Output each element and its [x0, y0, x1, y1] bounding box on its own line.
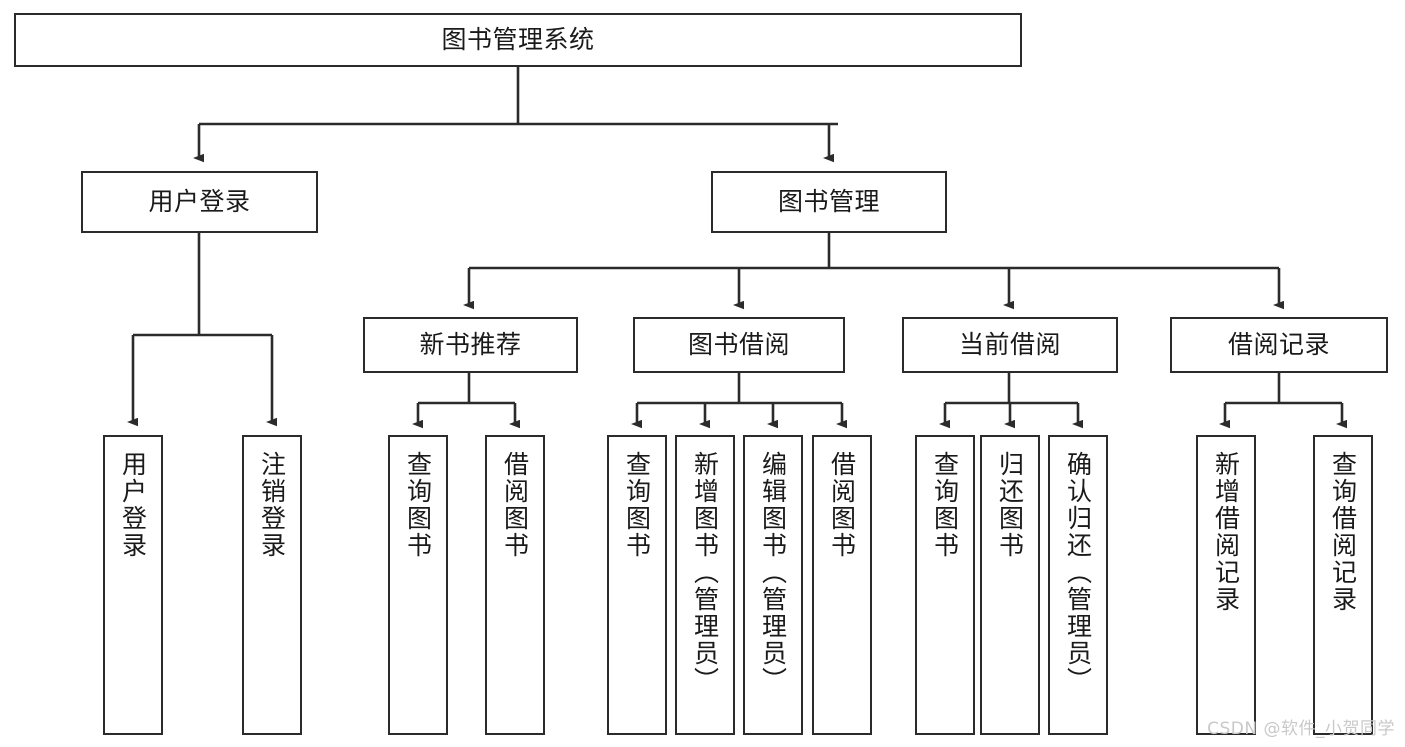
node-current-borrow-label: 当前借阅 [958, 330, 1061, 360]
node-leaf-rec-query-book-label: 查询图书 [403, 451, 433, 559]
node-user-login[interactable]: 用户登录 [81, 171, 318, 233]
node-leaf-cur-return-book-label: 归还图书 [995, 451, 1025, 559]
node-leaf-user-login[interactable]: 用户登录 [103, 435, 163, 735]
node-leaf-cur-confirm-return[interactable]: 确认归还（管理员） [1048, 435, 1108, 735]
node-book-manage[interactable]: 图书管理 [711, 171, 947, 233]
node-leaf-cur-query-book-label: 查询图书 [930, 451, 960, 559]
node-book-borrow-label: 图书借阅 [687, 330, 790, 360]
node-borrow-record[interactable]: 借阅记录 [1170, 317, 1388, 373]
node-current-borrow[interactable]: 当前借阅 [902, 317, 1118, 373]
node-book-borrow[interactable]: 图书借阅 [633, 317, 845, 373]
node-leaf-borrow-add-book-label: 新增图书（管理员） [690, 451, 720, 694]
node-leaf-borrow-edit-book[interactable]: 编辑图书（管理员） [743, 435, 803, 735]
node-book-manage-label: 图书管理 [777, 187, 880, 217]
node-leaf-rec-query-record-label: 查询借阅记录 [1328, 451, 1358, 613]
node-leaf-borrow-lend-book[interactable]: 借阅图书 [812, 435, 872, 735]
node-leaf-user-login-label: 用户登录 [118, 451, 148, 559]
node-leaf-user-logout[interactable]: 注销登录 [242, 435, 302, 735]
node-leaf-cur-confirm-return-label: 确认归还（管理员） [1063, 451, 1093, 694]
node-leaf-rec-query-record[interactable]: 查询借阅记录 [1313, 435, 1373, 735]
node-leaf-rec-borrow-book[interactable]: 借阅图书 [485, 435, 545, 735]
node-borrow-record-label: 借阅记录 [1227, 330, 1330, 360]
node-leaf-borrow-edit-book-label: 编辑图书（管理员） [758, 451, 788, 694]
node-leaf-rec-borrow-book-label: 借阅图书 [500, 451, 530, 559]
node-leaf-borrow-query-book-label: 查询图书 [622, 451, 652, 559]
node-leaf-rec-add-record-label: 新增借阅记录 [1211, 451, 1241, 613]
node-leaf-rec-add-record[interactable]: 新增借阅记录 [1196, 435, 1256, 735]
node-leaf-borrow-query-book[interactable]: 查询图书 [607, 435, 667, 735]
node-leaf-user-logout-label: 注销登录 [257, 451, 287, 559]
node-root[interactable]: 图书管理系统 [14, 13, 1022, 67]
node-leaf-cur-query-book[interactable]: 查询图书 [915, 435, 975, 735]
node-root-label: 图书管理系统 [441, 25, 595, 55]
node-new-book-rec-label: 新书推荐 [419, 330, 522, 360]
node-leaf-borrow-add-book[interactable]: 新增图书（管理员） [675, 435, 735, 735]
node-user-login-label: 用户登录 [148, 187, 251, 217]
csdn-watermark: CSDN @软件_小贺同学 [1207, 719, 1395, 739]
node-leaf-cur-return-book[interactable]: 归还图书 [980, 435, 1040, 735]
node-new-book-rec[interactable]: 新书推荐 [363, 317, 578, 373]
node-leaf-rec-query-book[interactable]: 查询图书 [388, 435, 448, 735]
node-leaf-borrow-lend-book-label: 借阅图书 [827, 451, 857, 559]
